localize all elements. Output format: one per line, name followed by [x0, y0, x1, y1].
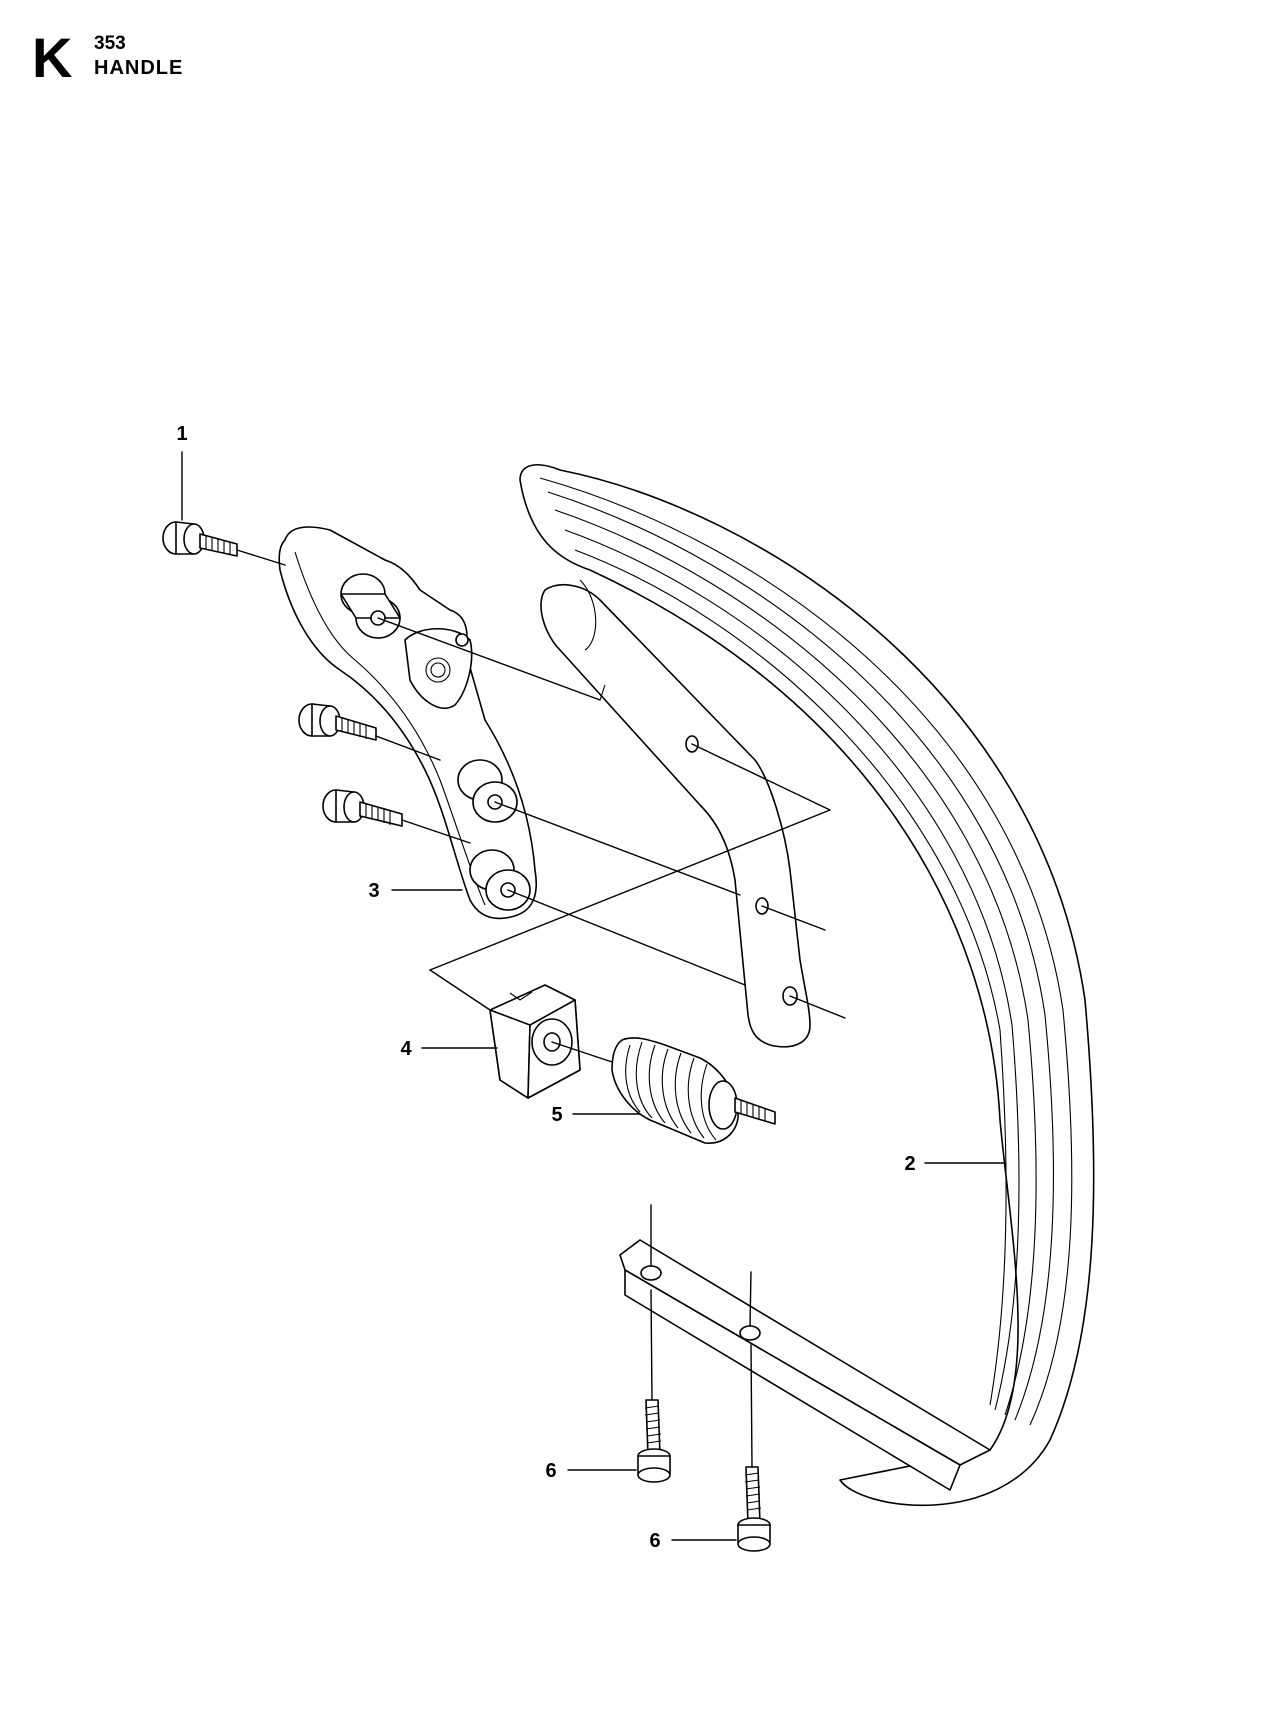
callout-1: 1 — [176, 423, 187, 445]
callout-6-left: 6 — [545, 1460, 556, 1482]
callout-4: 4 — [400, 1038, 412, 1060]
model-number: 353 — [94, 33, 126, 54]
callout-leaders — [181, 451, 1006, 1541]
screw-lower-left[interactable] — [637, 1399, 671, 1483]
damper-holder[interactable] — [489, 984, 581, 1099]
callout-6-right: 6 — [649, 1530, 660, 1552]
callout-2: 2 — [904, 1153, 915, 1175]
callout-5: 5 — [551, 1104, 562, 1126]
section-letter: K — [32, 26, 73, 89]
page-header: K 353 HANDLE — [32, 30, 432, 100]
screw-upper[interactable] — [162, 521, 238, 557]
handle-bracket[interactable] — [278, 526, 537, 920]
callout-3: 3 — [368, 880, 379, 902]
screw-bracket-lower[interactable] — [322, 789, 403, 827]
section-title: HANDLE — [94, 57, 184, 79]
screw-lower-right[interactable] — [737, 1466, 771, 1552]
assembly-lines — [236, 549, 846, 1468]
anti-vibration-spring[interactable] — [611, 1037, 776, 1144]
front-handle[interactable] — [519, 464, 1095, 1507]
screw-bracket-upper[interactable] — [298, 703, 377, 741]
